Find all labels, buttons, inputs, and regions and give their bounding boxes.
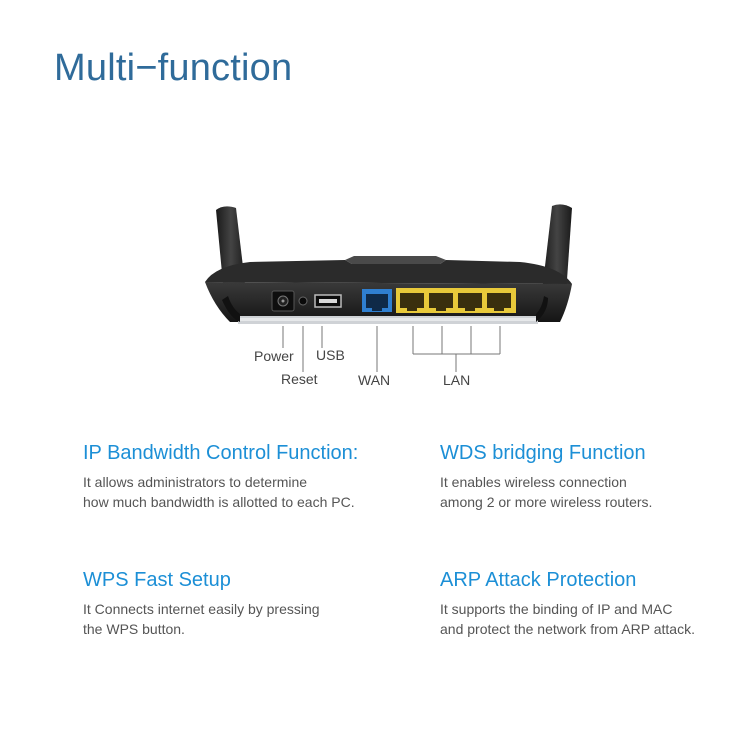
feature-description: It allows administrators to determine ho…	[83, 472, 383, 512]
power-jack	[271, 290, 295, 312]
router-rear-illustration	[205, 204, 572, 372]
feature-heading: IP Bandwidth Control Function:	[83, 442, 359, 464]
feature-line: It allows administrators to determine	[83, 474, 308, 490]
usb-port	[314, 294, 342, 308]
feature-description: It supports the binding of IP and MAC an…	[440, 599, 740, 639]
lan-label: LAN	[443, 372, 471, 388]
power-label: Power	[254, 348, 294, 364]
callout-lines	[282, 326, 501, 372]
feature-arp-protection: ARP Attack Protection It supports the bi…	[440, 569, 740, 639]
feature-wps-setup: WPS Fast Setup It Connects internet easi…	[83, 569, 383, 639]
feature-heading: ARP Attack Protection	[440, 569, 637, 591]
feature-line: and protect the network from ARP attack.	[440, 621, 695, 637]
page-title: Multi−function	[54, 47, 293, 89]
usb-label: USB	[316, 347, 345, 363]
lan-ports	[396, 288, 516, 313]
feature-ip-bandwidth: IP Bandwidth Control Function: It allows…	[83, 442, 383, 512]
feature-heading: WPS Fast Setup	[83, 569, 231, 591]
wan-label: WAN	[358, 372, 391, 388]
feature-line: It Connects internet easily by pressing	[83, 601, 320, 617]
reset-label: Reset	[281, 371, 318, 387]
feature-heading: WDS bridging Function	[440, 442, 646, 464]
feature-description: It enables wireless connection among 2 o…	[440, 472, 740, 512]
feature-wds-bridging: WDS bridging Function It enables wireles…	[440, 442, 740, 512]
feature-description: It Connects internet easily by pressing …	[83, 599, 383, 639]
feature-line: the WPS button.	[83, 621, 185, 637]
reset-hole	[298, 296, 308, 306]
feature-line: how much bandwidth is allotted to each P…	[83, 494, 355, 510]
wan-port	[362, 289, 392, 312]
router-top-shell	[205, 260, 572, 284]
feature-line: It enables wireless connection	[440, 474, 627, 490]
feature-line: It supports the binding of IP and MAC	[440, 601, 673, 617]
feature-line: among 2 or more wireless routers.	[440, 494, 653, 510]
